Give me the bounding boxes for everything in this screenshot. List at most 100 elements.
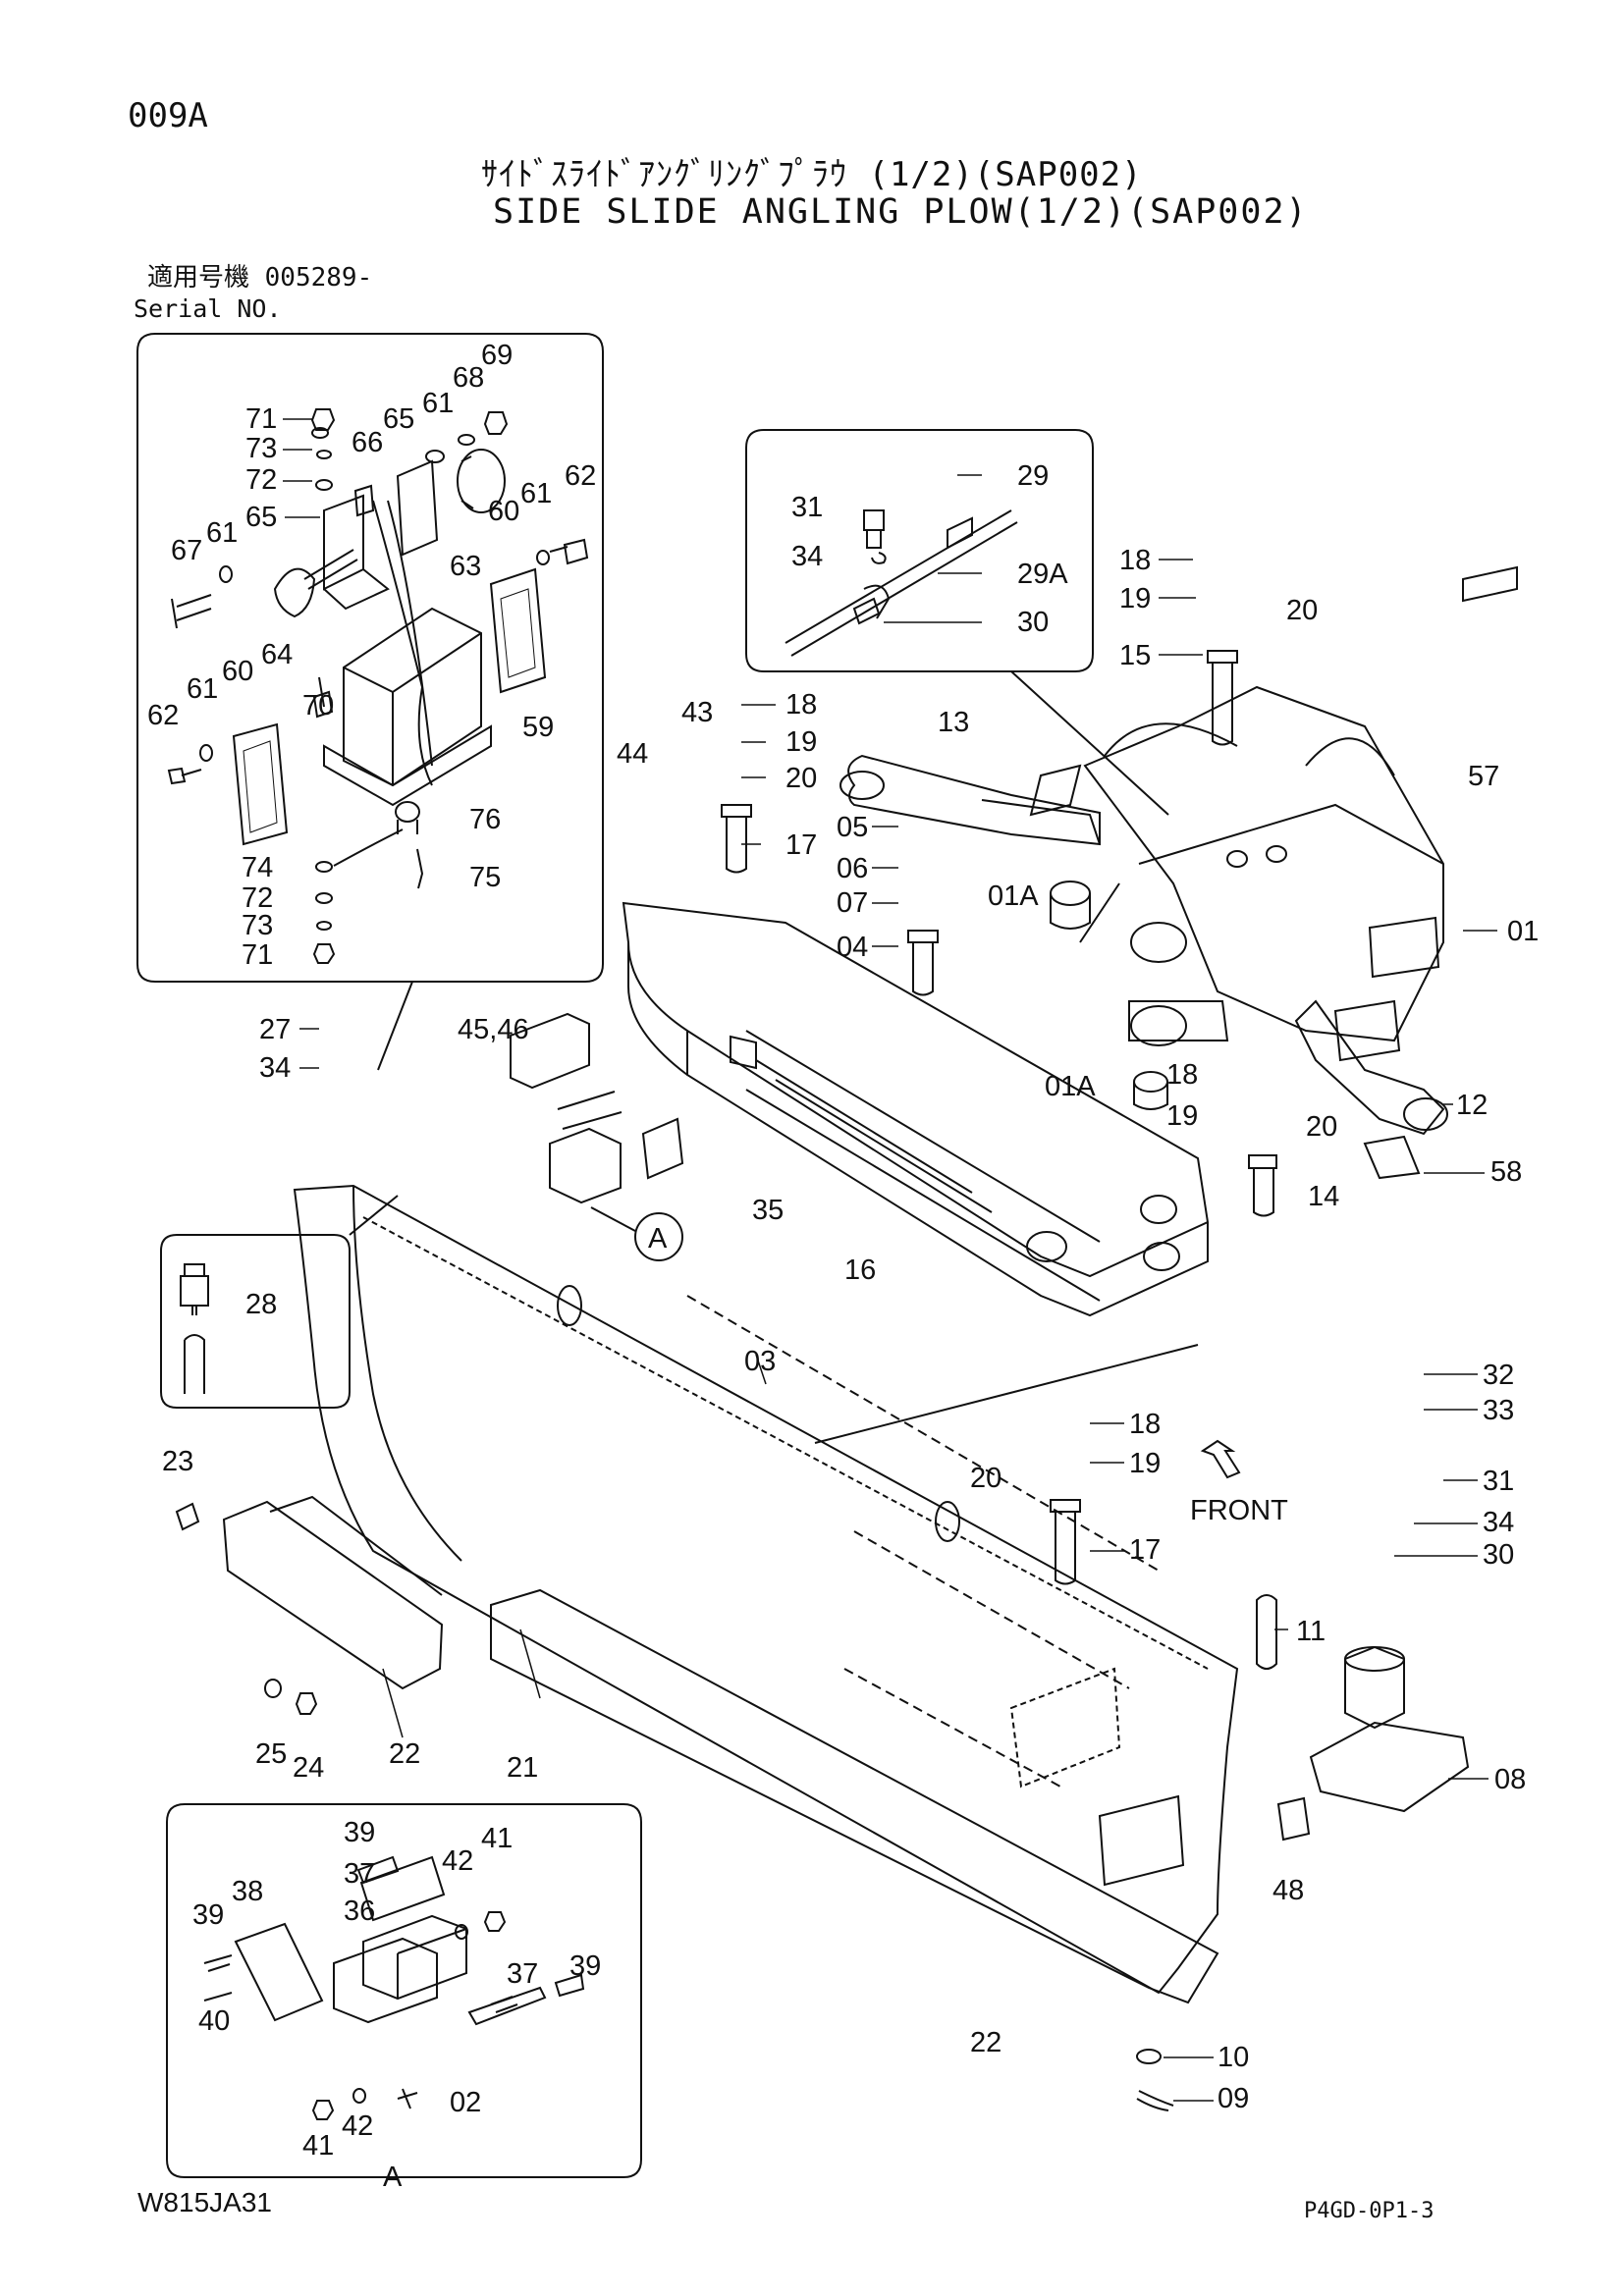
callout: 20 — [970, 1463, 1001, 1494]
mount-frame-drawing — [510, 901, 1210, 1317]
pad-detail-frame — [166, 1803, 642, 2178]
callout: 01A — [1045, 1071, 1096, 1102]
serial-label-japanese: 適用号機 005289- — [147, 263, 373, 293]
callout: 04 — [837, 932, 868, 963]
callout: 20 — [1306, 1111, 1337, 1143]
callout: 10 — [1218, 2042, 1249, 2073]
callout: 05 — [837, 812, 868, 843]
callout: 33 — [1483, 1395, 1514, 1426]
callout: 34 — [791, 541, 823, 572]
callout: 01A — [988, 881, 1039, 912]
lamp-assembly-drawing — [167, 408, 589, 964]
hose-detail-frame — [745, 429, 1094, 672]
callout: 21 — [507, 1752, 538, 1784]
callout: 35 — [752, 1195, 784, 1226]
callout: 65 — [245, 502, 277, 533]
front-label: FRONT — [1190, 1495, 1288, 1526]
callout: 18 — [785, 689, 817, 721]
callout: 13 — [938, 707, 969, 738]
callout: 66 — [352, 427, 383, 458]
callout: 72 — [245, 464, 277, 496]
callout: 41 — [302, 2130, 334, 2162]
callout: 24 — [293, 1752, 324, 1784]
callout: 29 — [1017, 460, 1049, 492]
callout: 15 — [1119, 640, 1151, 671]
hitch-drawing — [1276, 1645, 1470, 1842]
callout: 02 — [450, 2087, 481, 2118]
callout: 57 — [1468, 761, 1499, 792]
callout: 63 — [450, 551, 481, 582]
callout: 61 — [520, 478, 552, 509]
callout: 20 — [785, 763, 817, 794]
detail-reference-circle — [634, 1212, 683, 1261]
callout: 20 — [1286, 595, 1318, 626]
callout: 32 — [1483, 1360, 1514, 1391]
callout: 38 — [232, 1876, 263, 1907]
front-arrow — [1200, 1439, 1241, 1479]
callout: 60 — [222, 656, 253, 687]
page-code: 009A — [128, 96, 208, 135]
callout: 30 — [1017, 607, 1049, 638]
callout: 73 — [245, 433, 277, 464]
callout: 58 — [1490, 1156, 1522, 1188]
callout: 64 — [261, 639, 293, 670]
callout: 19 — [1129, 1448, 1161, 1479]
callout: 16 — [844, 1255, 876, 1286]
callout: 17 — [785, 829, 817, 861]
callout: 68 — [453, 362, 484, 394]
callout: 07 — [837, 887, 868, 919]
callout: 42 — [342, 2110, 373, 2142]
callout: 39 — [192, 1899, 224, 1931]
callout: 59 — [522, 712, 554, 743]
grease-fitting-drawing — [180, 1263, 209, 1394]
page-title: SIDE SLIDE ANGLING PLOW(1/2)(SAP002) — [493, 192, 1309, 232]
callout: 03 — [744, 1346, 776, 1377]
arm-drawing — [839, 754, 1448, 1136]
callout: 71 — [242, 939, 273, 971]
main-frame-drawing — [1029, 685, 1444, 1062]
callout: 44 — [617, 738, 648, 770]
callout: 31 — [1483, 1466, 1514, 1497]
callout: 22 — [970, 2027, 1001, 2058]
pins-drawing — [721, 565, 1518, 1670]
callout: 75 — [469, 862, 501, 893]
callout: 18 — [1119, 545, 1151, 576]
callout: 69 — [481, 340, 513, 371]
callout: 06 — [837, 853, 868, 884]
callout: 17 — [1129, 1534, 1161, 1566]
callout: 39 — [344, 1817, 375, 1848]
callout: 34 — [259, 1052, 291, 1084]
callout: 61 — [422, 388, 454, 419]
callout: 09 — [1218, 2083, 1249, 2114]
callout: 30 — [1483, 1539, 1514, 1571]
callout: 36 — [344, 1896, 375, 1927]
callout: 01 — [1507, 916, 1539, 947]
callout: 34 — [1483, 1507, 1514, 1538]
callout: 41 — [481, 1823, 513, 1854]
callout: 65 — [383, 403, 414, 435]
callout: 60 — [488, 496, 519, 527]
callout: 29A — [1017, 559, 1068, 590]
page-number: P4GD-0P1-3 — [1304, 2199, 1435, 2223]
callout: 45,46 — [458, 1014, 529, 1045]
callout: 76 — [469, 804, 501, 835]
callout: 71 — [245, 403, 277, 435]
callout: 18 — [1129, 1409, 1161, 1440]
callout: 14 — [1308, 1181, 1339, 1212]
callout: A — [648, 1223, 668, 1255]
callout: 43 — [681, 697, 713, 728]
callout: 70 — [302, 690, 334, 721]
callout: 11 — [1296, 1616, 1326, 1647]
serial-label: Serial NO. — [134, 294, 282, 323]
callout: 19 — [1119, 583, 1151, 614]
callout: 37 — [507, 1958, 538, 1990]
callout: 62 — [565, 460, 596, 492]
callout: 74 — [242, 852, 273, 883]
callout: 19 — [1166, 1100, 1198, 1132]
callout: 19 — [785, 726, 817, 758]
callout-labels: 71 73 72 66 65 61 68 69 62 67 61 65 60 6… — [147, 340, 1539, 2193]
callout: 39 — [569, 1950, 601, 1982]
callout: 12 — [1456, 1090, 1488, 1121]
leader-lines — [283, 418, 1497, 2102]
